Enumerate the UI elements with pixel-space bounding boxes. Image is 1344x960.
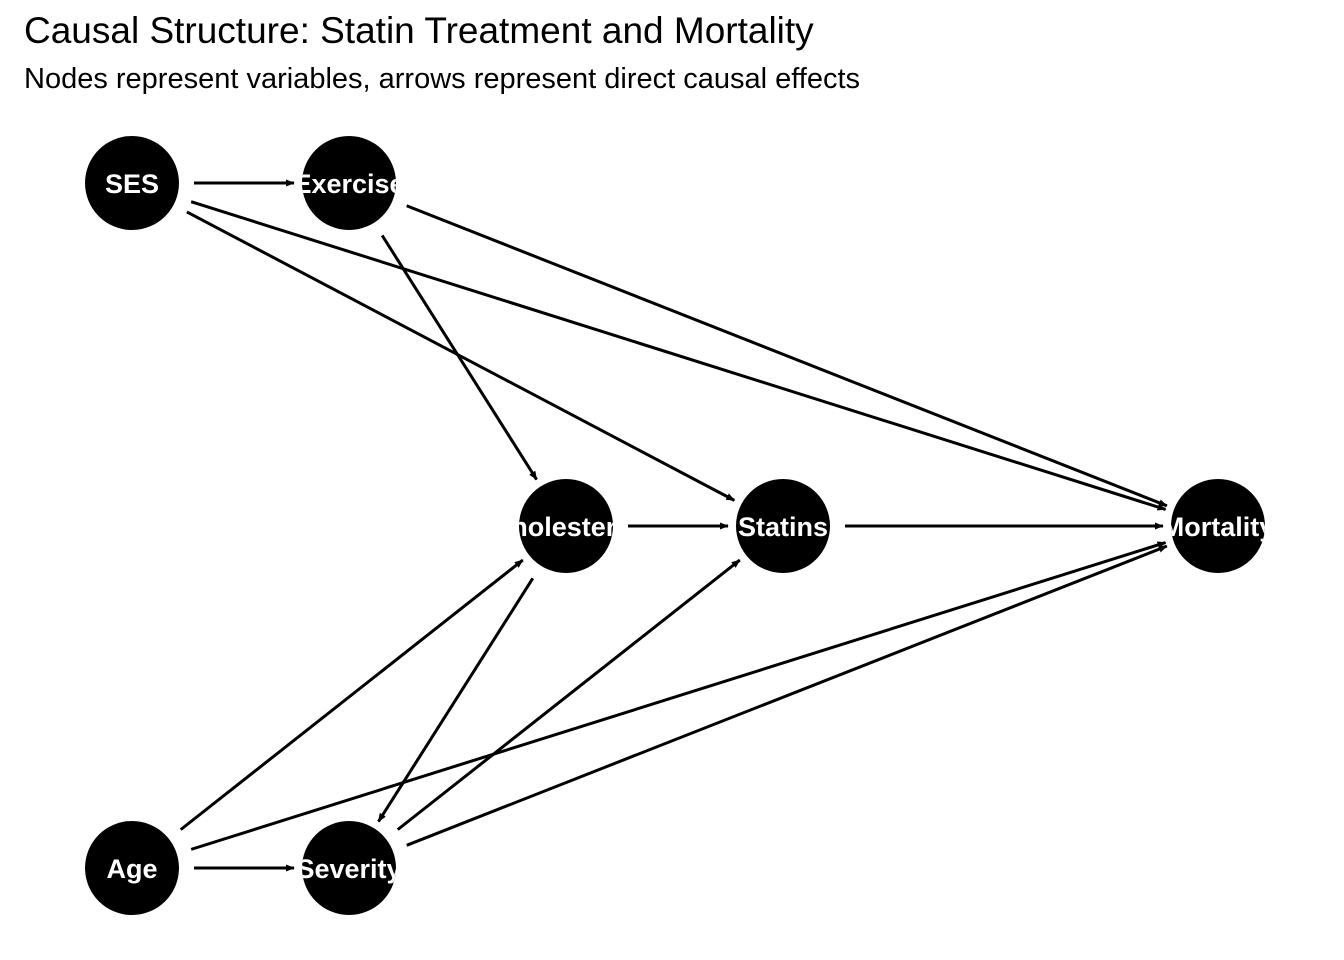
node-label-mortality: Mortality: [1162, 512, 1275, 542]
node-exercise: Exercise: [293, 136, 404, 230]
node-statins: Statins: [736, 479, 830, 573]
node-label-severity: Severity: [296, 854, 401, 884]
edge-ses-to-statins: [186, 210, 736, 502]
node-label-statins: Statins: [738, 512, 828, 542]
edge-exercise-to-mortality: [406, 204, 1168, 508]
node-mortality: Mortality: [1162, 479, 1275, 573]
node-label-ses: SES: [105, 169, 159, 199]
node-circle-exercise: [302, 136, 396, 230]
edge-severity-to-mortality: [406, 544, 1168, 847]
node-circle-cholesterol: [519, 479, 613, 573]
edges-layer: [179, 179, 1168, 872]
node-label-cholesterol: Cholesterol: [492, 512, 641, 542]
diagram-subtitle: Nodes represent variables, arrows repres…: [24, 63, 861, 95]
node-label-age: Age: [106, 854, 157, 884]
node-circle-statins: [736, 479, 830, 573]
node-ses: SES: [85, 136, 179, 230]
edge-ses-to-mortality: [190, 200, 1167, 511]
node-severity: Severity: [296, 821, 401, 915]
diagram-title: Causal Structure: Statin Treatment and M…: [24, 10, 814, 51]
node-circle-severity: [302, 821, 396, 915]
edge-severity-to-statins: [396, 558, 741, 831]
edge-age-to-cholesterol: [179, 558, 524, 831]
node-circle-ses: [85, 136, 179, 230]
node-circle-mortality: [1171, 479, 1265, 573]
node-cholesterol: Cholesterol: [492, 479, 641, 573]
edge-age-to-mortality: [190, 541, 1167, 851]
node-label-exercise: Exercise: [293, 169, 404, 199]
edge-exercise-to-cholesterol: [380, 234, 538, 481]
node-age: Age: [85, 821, 179, 915]
node-circle-age: [85, 821, 179, 915]
